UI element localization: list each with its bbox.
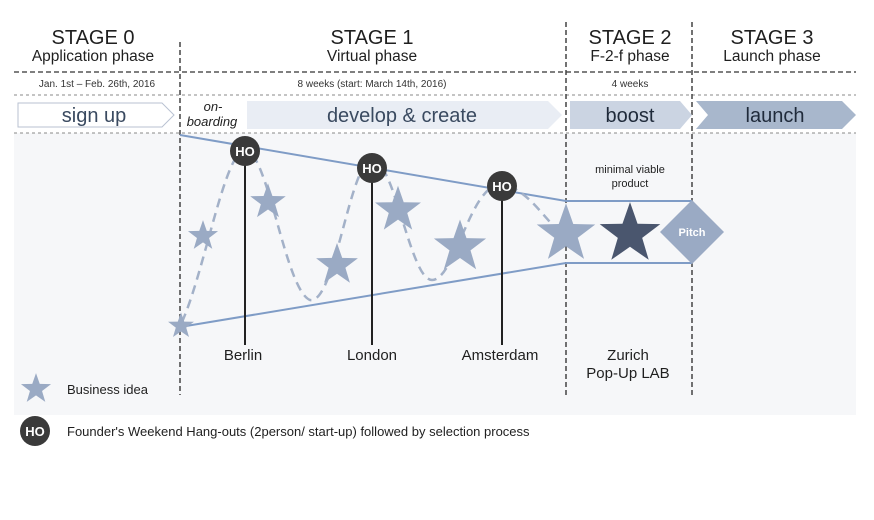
- mvp-label-2: product: [612, 178, 649, 190]
- boost-label: boost: [606, 105, 655, 127]
- city-berlin: Berlin: [224, 347, 262, 364]
- process-arrows: sign up on- boarding develop & create bo…: [17, 99, 856, 129]
- mvp-label-1: minimal viable: [595, 164, 665, 176]
- stage-headers: STAGE 0 Application phase STAGE 1 Virtua…: [32, 27, 821, 65]
- legend-ho-label: Founder's Weekend Hang-outs (2person/ st…: [67, 424, 530, 439]
- stage-3-title: STAGE 3: [731, 27, 814, 49]
- hangout-markers: HO HO HO: [230, 136, 517, 201]
- legend-star-label: Business idea: [67, 382, 149, 397]
- stage-1-subtitle: Virtual phase: [327, 48, 417, 65]
- stage-1-title: STAGE 1: [331, 27, 414, 49]
- onboarding-label-2: boarding: [187, 114, 238, 129]
- launch-arrow: [696, 101, 856, 129]
- stage-2-title: STAGE 2: [589, 27, 672, 49]
- stage-2-subtitle: F-2-f phase: [590, 48, 669, 65]
- boost-arrow: [570, 101, 692, 129]
- legend: Business idea HO Founder's Weekend Hang-…: [20, 373, 530, 446]
- ho-circle-icon: [357, 153, 387, 183]
- develop-label: develop & create: [327, 105, 477, 127]
- develop-arrow: [247, 101, 562, 129]
- ho-label: HO: [492, 179, 512, 194]
- ho-circle-icon: [487, 171, 517, 201]
- legend-ho-icon: [20, 416, 50, 446]
- legend-ho-icon-text: HO: [25, 424, 45, 439]
- signup-label: sign up: [62, 105, 127, 127]
- stage-2-date: 4 weeks: [612, 79, 649, 90]
- stage-0-date: Jan. 1st – Feb. 26th, 2016: [39, 79, 156, 90]
- signup-arrow: [17, 102, 175, 128]
- zurich-label-1: Zurich: [607, 347, 649, 364]
- diagram-background: [14, 133, 856, 415]
- stage-3-subtitle: Launch phase: [723, 48, 820, 65]
- ho-circle-icon: [230, 136, 260, 166]
- pitch-label: Pitch: [679, 227, 706, 239]
- pitch-diamond: [660, 200, 724, 264]
- ho-label: HO: [362, 161, 382, 176]
- launch-label: launch: [746, 105, 805, 127]
- city-london: London: [347, 347, 397, 364]
- stage-0-title: STAGE 0: [52, 27, 135, 49]
- onboarding-label-1: on-: [204, 99, 223, 114]
- zurich-label-2: Pop-Up LAB: [586, 365, 669, 382]
- stage-1-date: 8 weeks (start: March 14th, 2016): [298, 79, 447, 90]
- stage-0-subtitle: Application phase: [32, 48, 154, 65]
- city-amsterdam: Amsterdam: [462, 347, 539, 364]
- ho-label: HO: [235, 144, 255, 159]
